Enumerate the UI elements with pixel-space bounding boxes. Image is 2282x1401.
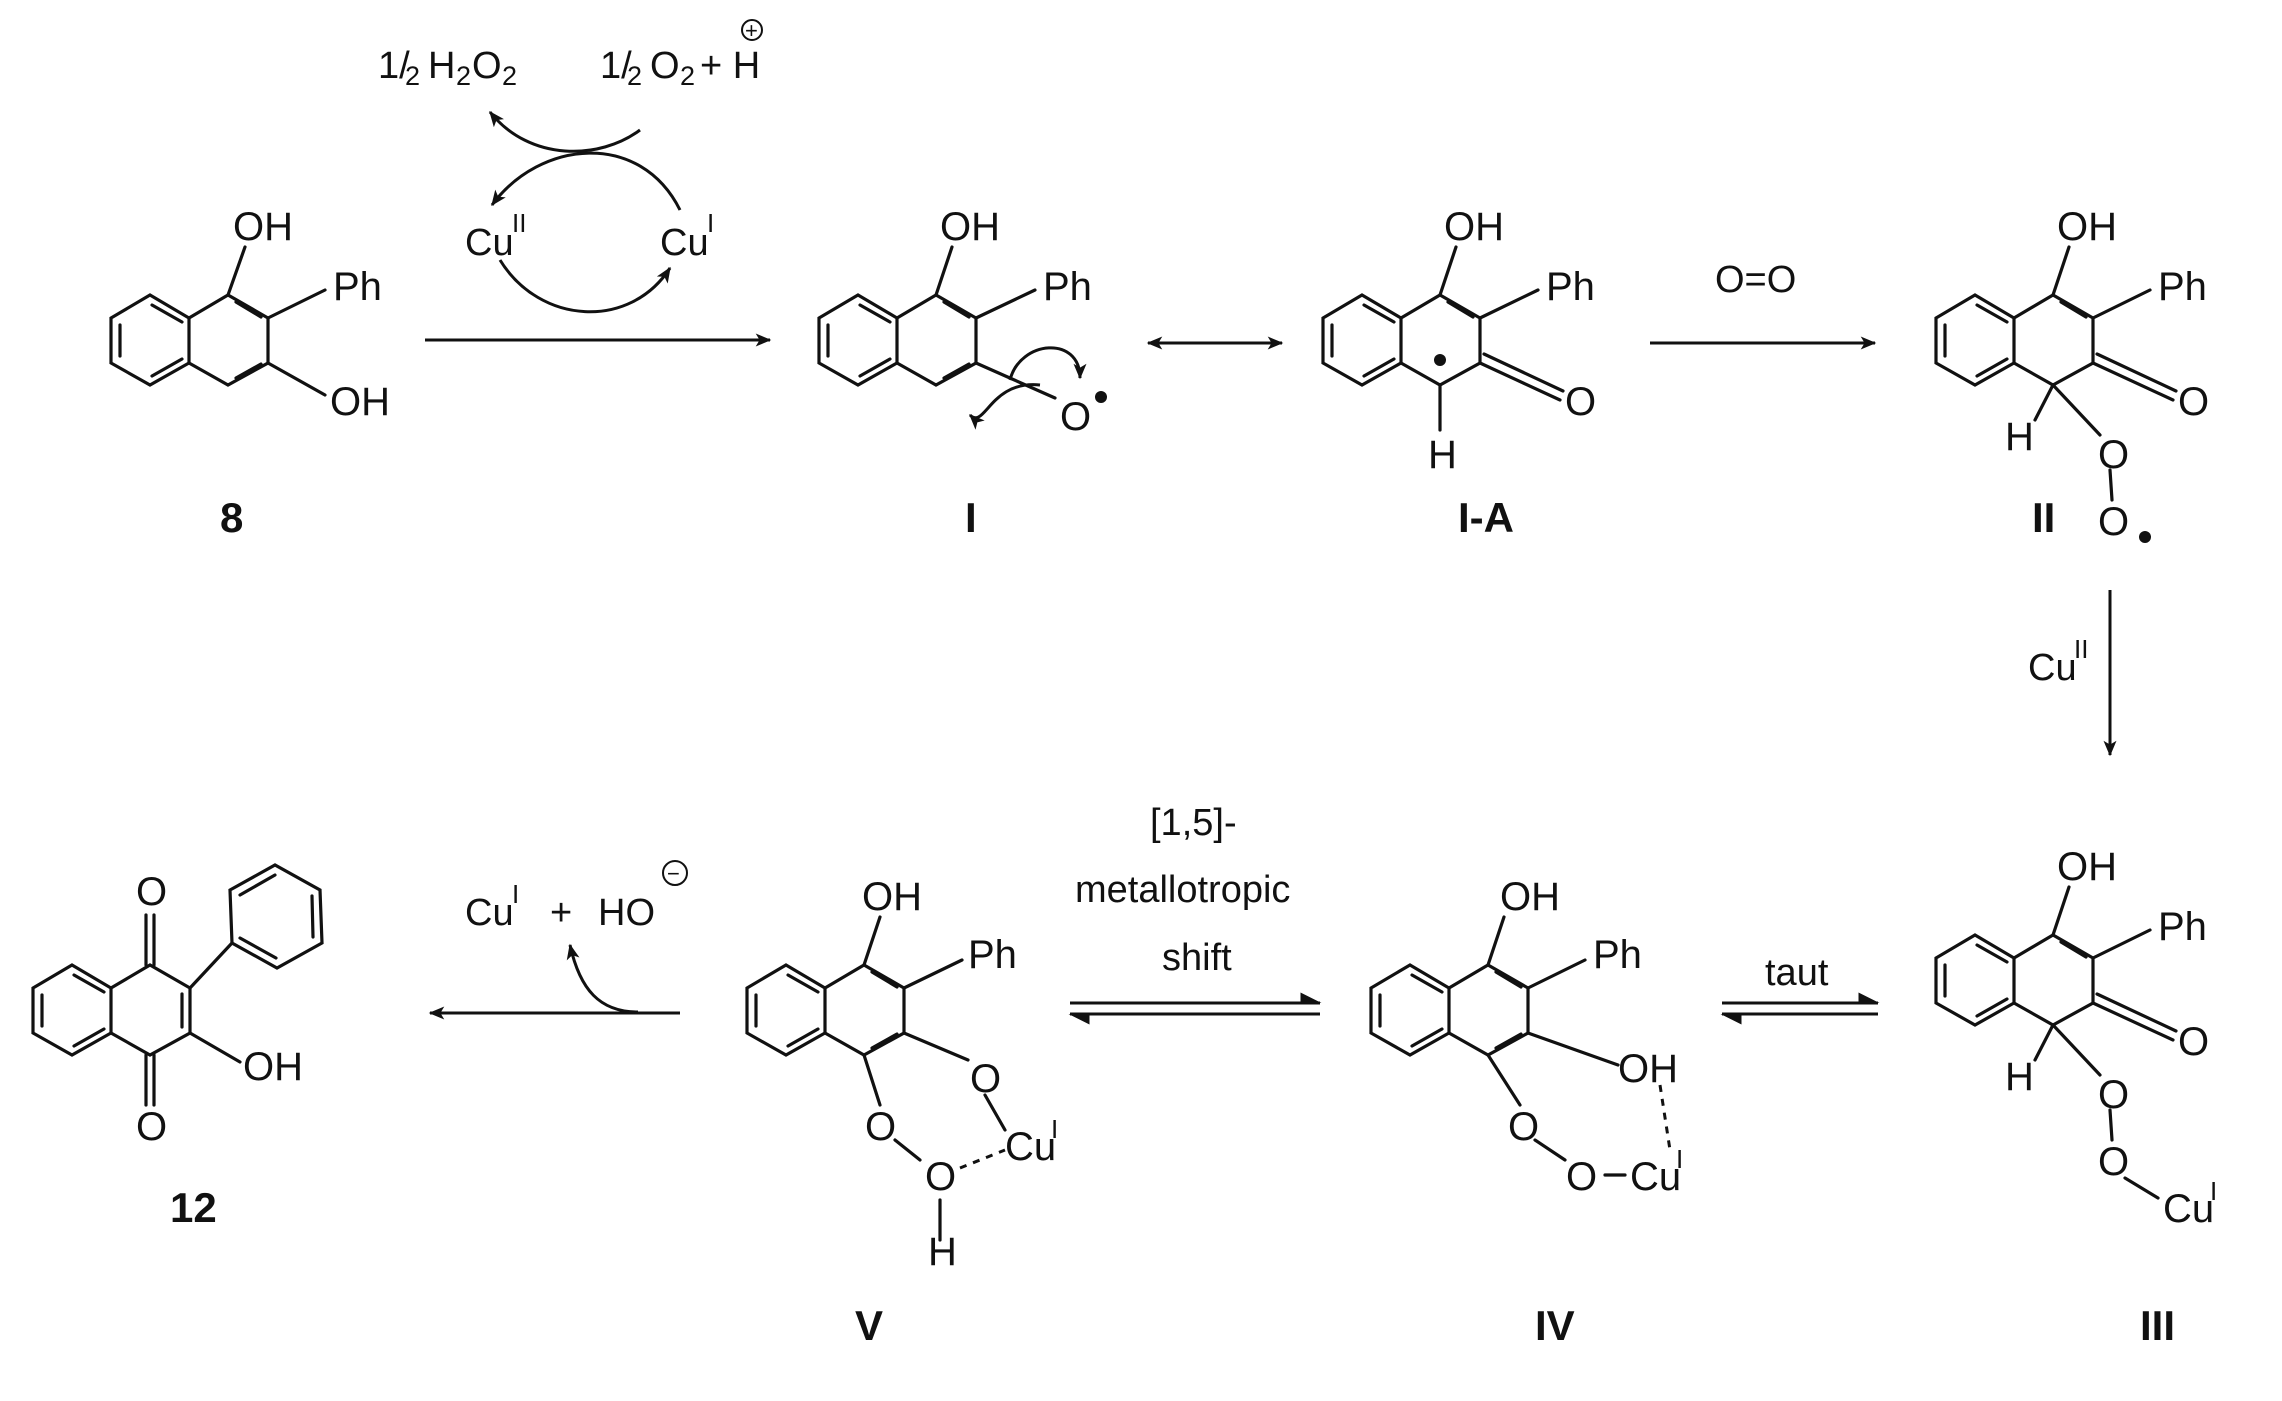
compound-8: OH Ph OH 8 bbox=[109, 205, 390, 541]
atom-h: H bbox=[2005, 415, 2034, 459]
text-sub-2: 2 bbox=[502, 61, 517, 91]
label-compound-12: 12 bbox=[170, 1184, 217, 1231]
compound-III: OH Ph O H O O Cu I III bbox=[1934, 845, 2217, 1349]
atom-o: O bbox=[2178, 1020, 2209, 1064]
label-compound-III: III bbox=[2140, 1302, 2175, 1349]
atom-oh: OH bbox=[1618, 1047, 1678, 1091]
atom-o: O bbox=[865, 1105, 896, 1149]
text-cu1-sup: I bbox=[1676, 1144, 1683, 1174]
atom-ph: Ph bbox=[2158, 905, 2207, 949]
atom-o: O bbox=[925, 1155, 956, 1199]
atom-ph: Ph bbox=[1546, 265, 1595, 309]
label-compound-I-A: I-A bbox=[1458, 494, 1514, 541]
text-o2: O=O bbox=[1715, 259, 1796, 301]
text-cu: Cu bbox=[465, 222, 514, 264]
text-plus-h: + H bbox=[700, 45, 760, 87]
atom-o: O bbox=[136, 1105, 167, 1149]
atom-o: O bbox=[2178, 380, 2209, 424]
atom-ph: Ph bbox=[1593, 933, 1642, 977]
compound-I: OH Ph O I bbox=[817, 205, 1107, 541]
atom-ph: Ph bbox=[1043, 265, 1092, 309]
text-shift-3: shift bbox=[1162, 937, 1232, 979]
atom-ph: Ph bbox=[968, 933, 1017, 977]
compound-12: O O OH 12 bbox=[31, 863, 324, 1231]
atom-cu: Cu bbox=[1005, 1125, 1056, 1169]
compound-IV: OH Ph OH O O Cu I IV bbox=[1369, 875, 1683, 1349]
text-cu: Cu bbox=[660, 222, 709, 264]
atom-o: O bbox=[1566, 1155, 1597, 1199]
radical-dot bbox=[1095, 391, 1107, 403]
atom-cu: Cu bbox=[1630, 1155, 1681, 1199]
atom-ph: Ph bbox=[333, 265, 382, 309]
atom-o: O bbox=[136, 870, 167, 914]
charge-minus: − bbox=[667, 861, 680, 886]
text-sub-2: 2 bbox=[405, 61, 420, 91]
label-compound-I: I bbox=[965, 494, 977, 541]
text-h2o2-o: O bbox=[472, 45, 502, 87]
text-shift-1: [1,5]- bbox=[1150, 802, 1237, 844]
release-arrow bbox=[566, 943, 639, 1014]
text-cu1-sup: I bbox=[1051, 1114, 1058, 1144]
atom-oh: OH bbox=[862, 875, 922, 919]
copper-cycle: 1/ 2 H 2 O 2 1/ 2 O 2 + H + Cu II Cu I bbox=[378, 18, 763, 314]
charge-minus-circle bbox=[662, 860, 688, 886]
text-half: 1/ bbox=[600, 45, 632, 87]
text-cu: Cu bbox=[465, 892, 514, 934]
radical-dot bbox=[1434, 354, 1446, 366]
atom-oh: OH bbox=[2057, 205, 2117, 249]
charge-plus: + bbox=[745, 18, 758, 43]
atom-o: O bbox=[1565, 380, 1596, 424]
atom-o: O bbox=[1060, 395, 1091, 439]
atom-o: O bbox=[2098, 1140, 2129, 1184]
atom-ph: Ph bbox=[2158, 265, 2207, 309]
text-cu: Cu bbox=[2028, 647, 2077, 689]
atom-oh: OH bbox=[330, 380, 390, 424]
charge-plus-circle bbox=[741, 19, 763, 41]
label-compound-II: II bbox=[2032, 494, 2055, 541]
text-ho: HO bbox=[598, 892, 655, 934]
text-plus: + bbox=[550, 892, 572, 934]
atom-oh: OH bbox=[2057, 845, 2117, 889]
compound-I-A: OH Ph O H I-A bbox=[1321, 205, 1596, 541]
text-cu1-sup: I bbox=[707, 208, 714, 238]
text-cu1-sup: I bbox=[512, 879, 519, 909]
radical-dot bbox=[2139, 531, 2151, 543]
atom-o: O bbox=[2098, 1073, 2129, 1117]
text-h2o2-h: H bbox=[428, 45, 455, 87]
text-sub-2: 2 bbox=[456, 61, 471, 91]
label-compound-8: 8 bbox=[220, 494, 243, 541]
atom-oh: OH bbox=[233, 205, 293, 249]
atom-oh: OH bbox=[1444, 205, 1504, 249]
text-taut: taut bbox=[1765, 952, 1829, 994]
atom-o: O bbox=[970, 1057, 1001, 1101]
atom-h: H bbox=[2005, 1055, 2034, 1099]
text-sub-2: 2 bbox=[627, 61, 642, 91]
atom-h: H bbox=[928, 1230, 957, 1274]
atom-oh: OH bbox=[243, 1045, 303, 1089]
label-compound-V: V bbox=[855, 1302, 883, 1349]
atom-cu: Cu bbox=[2163, 1187, 2214, 1231]
text-cu2-sup: II bbox=[2074, 634, 2088, 664]
text-cu2-sup: II bbox=[512, 208, 526, 238]
text-half: 1/ bbox=[378, 45, 410, 87]
compound-V: OH Ph O O O Cu I H V bbox=[745, 875, 1058, 1349]
text-o2-o: O bbox=[650, 45, 680, 87]
atom-oh: OH bbox=[940, 205, 1000, 249]
text-shift-2: metallotropic bbox=[1075, 869, 1290, 911]
atom-o: O bbox=[1508, 1105, 1539, 1149]
compound-II: OH Ph O H O O II bbox=[1934, 205, 2209, 544]
atom-h: H bbox=[1428, 433, 1457, 477]
atom-oh: OH bbox=[1500, 875, 1560, 919]
text-cu1-sup: I bbox=[2210, 1176, 2217, 1206]
atom-o: O bbox=[2098, 433, 2129, 477]
atom-o: O bbox=[2098, 500, 2129, 544]
text-sub-2: 2 bbox=[680, 61, 695, 91]
label-compound-IV: IV bbox=[1535, 1302, 1575, 1349]
